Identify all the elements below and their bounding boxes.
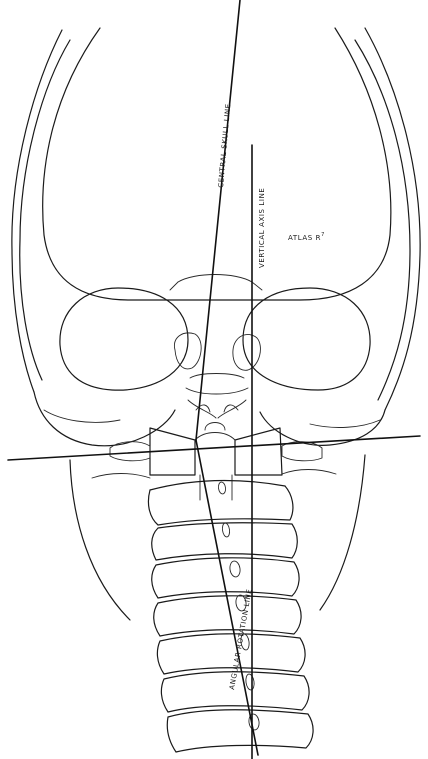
reference-lines: [8, 0, 420, 759]
inner-vault: [43, 28, 391, 300]
orbits: [60, 275, 370, 391]
vertical-axis-line-label: VERTICAL AXIS LINE: [258, 188, 266, 268]
central-skull-line-label: CENTRAL SKULL LINE: [217, 103, 232, 188]
lateral-masses: [110, 423, 322, 501]
cranium-outline: [12, 28, 420, 410]
central-skull-line: [196, 0, 240, 440]
atlas-plane-line: [8, 436, 420, 460]
angular-rotation-line-label: ANGULAR ROTATION LINE: [228, 588, 254, 690]
atlas-label: ATLAS R7: [288, 232, 325, 242]
